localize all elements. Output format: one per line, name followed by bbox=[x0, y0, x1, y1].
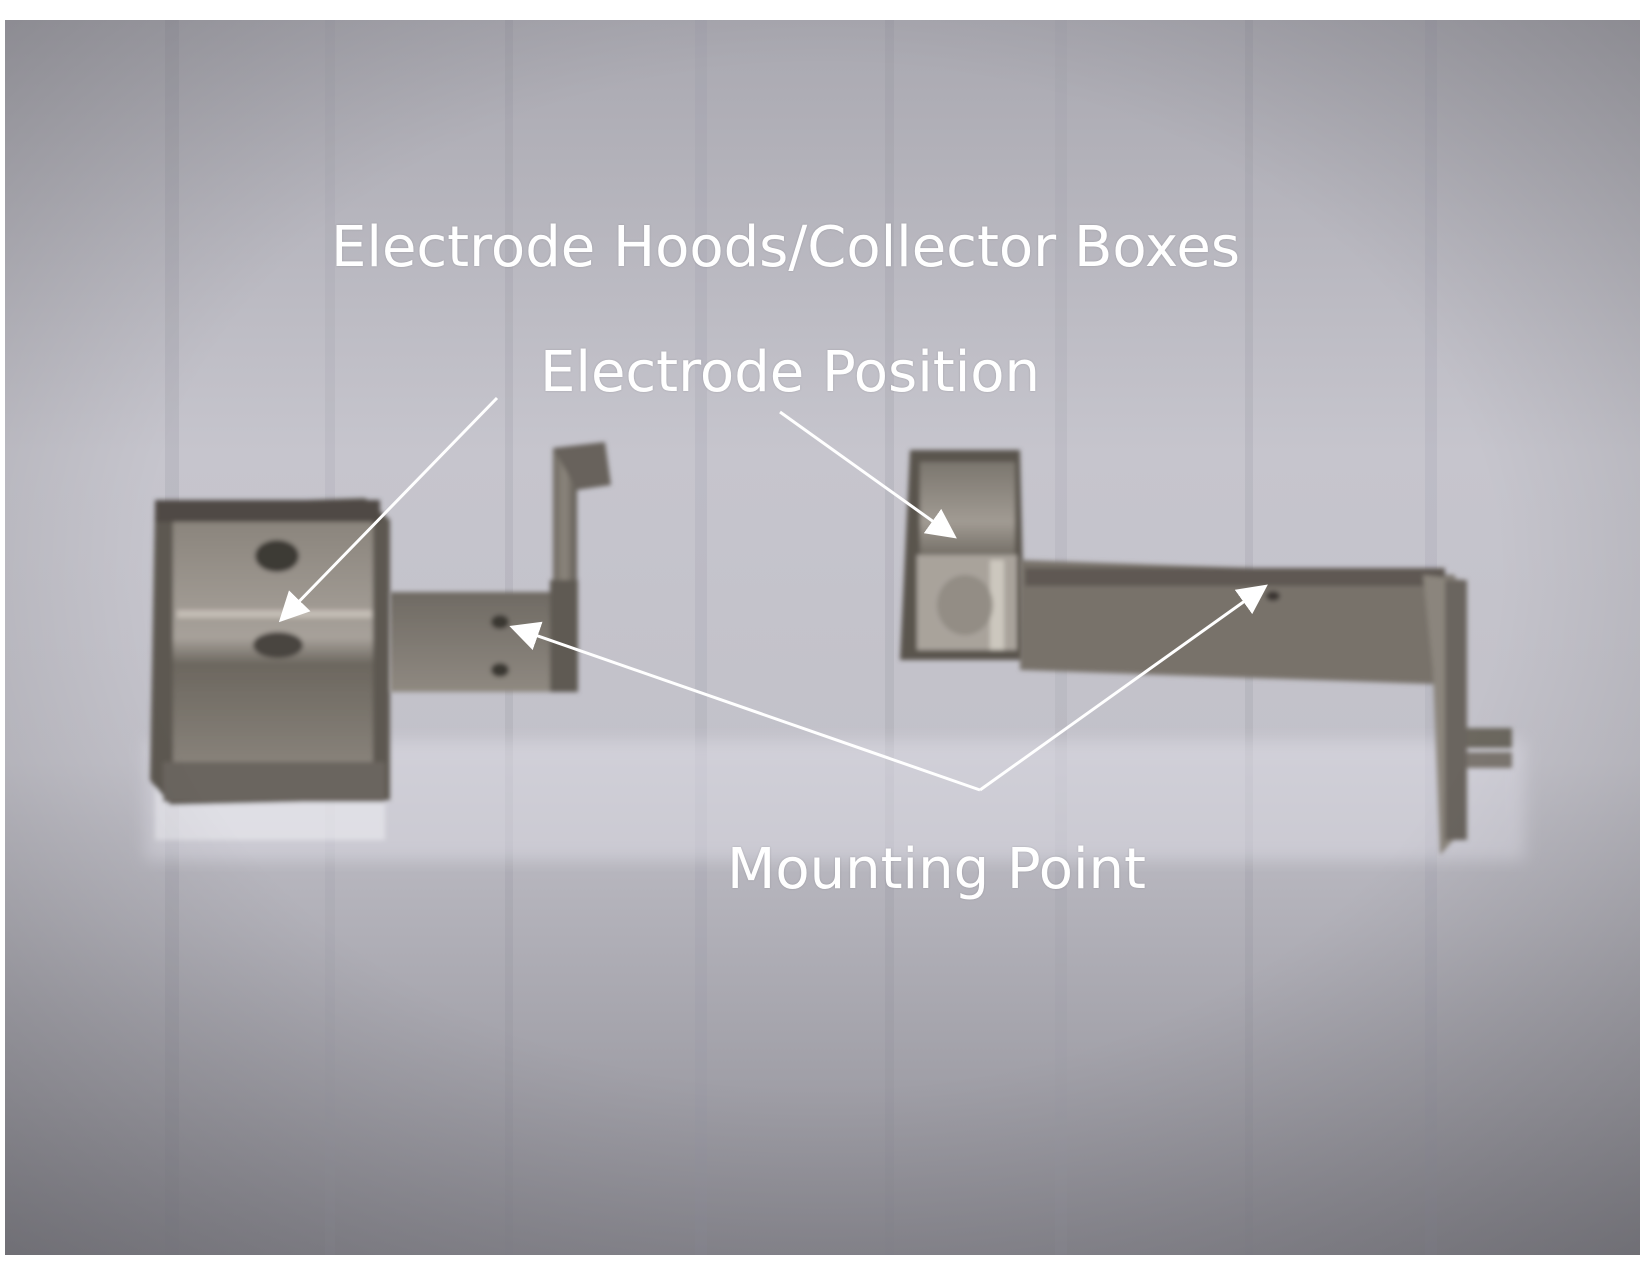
annotation-arrows bbox=[278, 396, 1268, 792]
arrow-mount-right bbox=[979, 584, 1268, 792]
photograph: Electrode Hoods/Collector Boxes Electrod… bbox=[5, 20, 1640, 1255]
arrow-electrode-left bbox=[278, 396, 499, 623]
title-label: Electrode Hoods/Collector Boxes bbox=[331, 215, 1240, 280]
arrow-mount-left bbox=[509, 621, 981, 792]
mounting-point-label: Mounting Point bbox=[727, 837, 1146, 902]
electrode-position-label: Electrode Position bbox=[540, 340, 1041, 405]
arrow-electrode-right bbox=[779, 410, 957, 539]
photo-scene bbox=[5, 20, 1640, 1255]
